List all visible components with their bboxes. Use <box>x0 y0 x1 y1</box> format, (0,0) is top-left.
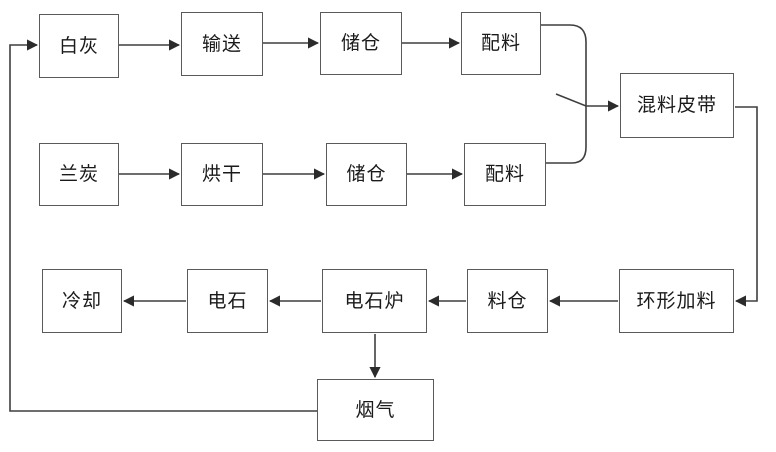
edge-recycle-to-baihui <box>9 39 317 412</box>
node-peiliao-top[interactable]: 配料 <box>461 12 541 75</box>
node-label: 储仓 <box>340 32 381 54</box>
edge-hunliaopidai-to-huanxing <box>734 106 758 307</box>
node-label: 料仓 <box>487 289 528 312</box>
node-lengque[interactable]: 冷却 <box>42 269 122 333</box>
node-label: 配料 <box>484 163 525 185</box>
node-label: 混料皮带 <box>636 94 717 116</box>
node-label: 电石 <box>207 289 248 312</box>
node-baihui[interactable]: 白灰 <box>39 14 119 78</box>
node-yanqi[interactable]: 烟气 <box>317 379 434 441</box>
node-liaocang[interactable]: 料仓 <box>467 269 548 333</box>
edge-peiliao-bottom-collector <box>546 106 587 164</box>
node-dianshilu[interactable]: 电石炉 <box>322 269 427 333</box>
edge-merge-to-hunliaopidai <box>555 93 620 112</box>
node-huanxing-jialiao[interactable]: 环形加料 <box>619 269 734 333</box>
node-chucang-bottom[interactable]: 储仓 <box>326 143 407 206</box>
node-dianshi[interactable]: 电石 <box>187 269 268 333</box>
node-peiliao-bottom[interactable]: 配料 <box>464 143 546 206</box>
node-label: 环形加料 <box>636 289 717 312</box>
node-label: 输送 <box>201 32 242 55</box>
node-label: 烘干 <box>201 163 242 185</box>
node-honggan[interactable]: 烘干 <box>181 143 263 206</box>
node-label: 配料 <box>480 32 521 54</box>
node-shusong[interactable]: 输送 <box>181 12 263 76</box>
node-label: 电石炉 <box>344 289 405 312</box>
node-label: 冷却 <box>61 289 102 312</box>
node-label: 烟气 <box>355 398 396 421</box>
node-label: 白灰 <box>58 34 99 57</box>
node-chucang-top[interactable]: 储仓 <box>320 12 402 75</box>
node-hunliaopidai[interactable]: 混料皮带 <box>620 73 734 138</box>
node-lantan[interactable]: 兰炭 <box>39 143 119 206</box>
edge-peiliao-top-collector <box>541 24 587 106</box>
node-label: 兰炭 <box>58 163 99 185</box>
node-label: 储仓 <box>346 163 387 185</box>
